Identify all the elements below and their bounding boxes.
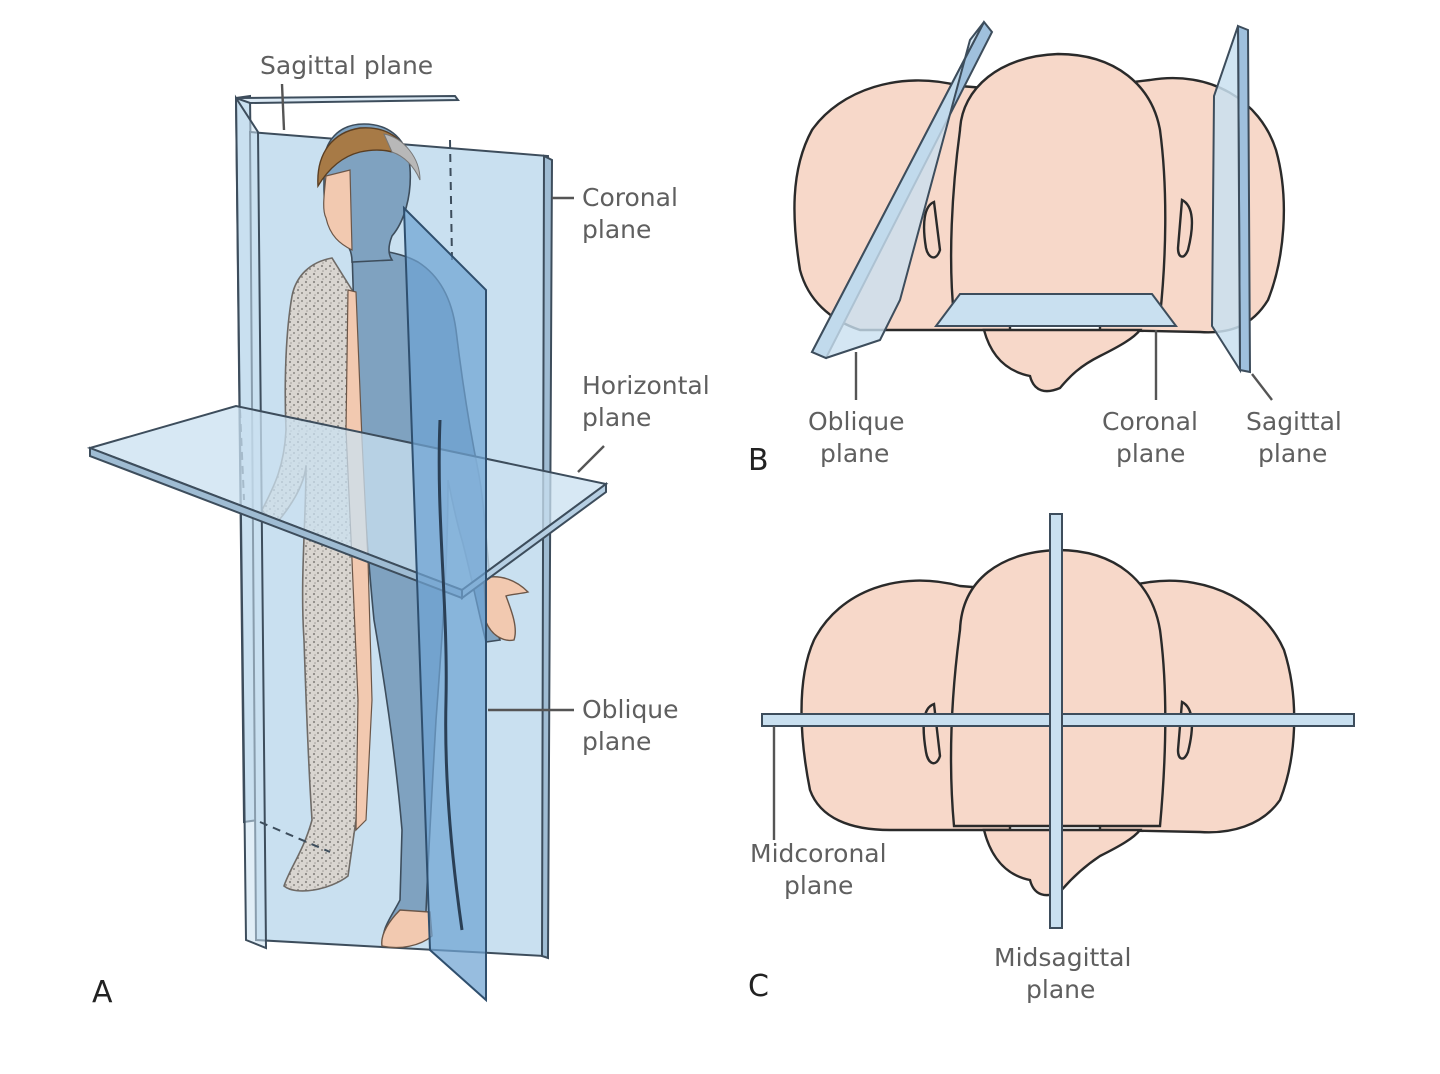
hair-grey [383,133,421,181]
leader-sagittal-b [1251,373,1273,401]
panel-letter-b: B [748,443,769,478]
label-coronal-plane-b-line1: Coronal [1102,407,1198,436]
panel-a: Sagittal plane Coronal plane Horizontal … [86,51,710,1010]
label-midsagittal-plane-line2: plane [1026,975,1095,1004]
brainstem-b [982,328,1143,393]
right-hand [483,576,530,642]
label-coronal-plane-line2: plane [582,215,651,244]
label-sagittal-plane-b-line2: plane [1258,439,1327,468]
panel-letter-c: C [748,969,769,1004]
label-midcoronal-plane-line2: plane [784,871,853,900]
label-horizontal-plane-line1: Horizontal [582,371,710,400]
sagittal-plane-dashed-3 [259,821,331,853]
label-midsagittal-plane-line1: Midsagittal [994,943,1131,972]
label-oblique-plane-b-line2: plane [820,439,889,468]
sagittal-plane-b-face [1210,25,1242,374]
oblique-plane-b-face [810,21,985,360]
panel-c: Midcoronal plane Midsagittal plane C [748,513,1355,1004]
label-sagittal-plane-b-line1: Sagittal [1246,407,1342,436]
label-sagittal-plane: Sagittal plane [260,51,433,80]
sagittal-plane-front [234,94,268,950]
brain-center-lobe-b [949,52,1167,318]
leader-sagittal [280,83,286,131]
sagittal-plane-top-edge [235,94,460,105]
label-oblique-plane-line1: Oblique [582,695,679,724]
midsagittal-plane [1049,513,1063,929]
sagittal-plane-dashed [449,139,453,261]
oblique-plane-cut-outline [437,419,464,931]
face-skin [323,169,353,251]
coronal-plane-edge [540,154,554,960]
label-oblique-plane-b-line1: Oblique [808,407,905,436]
label-midcoronal-plane-line1: Midcoronal [750,839,887,868]
label-coronal-plane-line1: Coronal [582,183,678,212]
label-oblique-plane-line2: plane [582,727,651,756]
label-coronal-plane-b-line2: plane [1116,439,1185,468]
panel-b: Oblique plane Coronal plane Sagittal pla… [748,20,1342,478]
panel-letter-a: A [92,975,113,1010]
right-ear-b [1176,198,1194,258]
left-ear-b [922,200,942,259]
leader-horizontal [577,445,605,473]
coronal-plane-b [934,293,1178,327]
label-horizontal-plane-line2: plane [582,403,651,432]
